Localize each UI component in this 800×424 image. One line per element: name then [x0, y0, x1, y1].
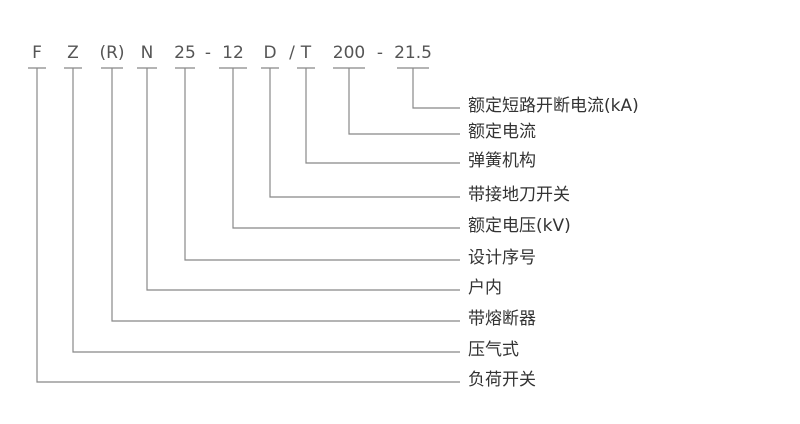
meaning-label: 户内	[468, 278, 502, 298]
code-part: 25	[174, 43, 196, 63]
connector-line	[175, 67, 460, 261]
meaning-label: 弹簧机构	[468, 151, 536, 171]
meaning-label: 额定短路开断电流(kA)	[468, 96, 639, 116]
connector-line	[219, 67, 460, 229]
code-part: (R)	[99, 43, 124, 63]
code-part: D	[263, 43, 276, 63]
meaning-label: 额定电流	[468, 122, 536, 142]
connector-line	[64, 67, 460, 353]
code-part: T	[300, 43, 312, 63]
connector-line	[28, 67, 460, 383]
meaning-label: 额定电压(kV)	[468, 216, 571, 236]
meaning-label: 带熔断器	[468, 309, 536, 329]
code-part: /	[289, 43, 295, 63]
code-part: Z	[67, 43, 79, 63]
meaning-label: 带接地刀开关	[468, 185, 570, 205]
meaning-label: 负荷开关	[468, 370, 536, 390]
connector-line	[297, 67, 460, 164]
code-part: 200	[333, 43, 365, 63]
code-part: 12	[222, 43, 244, 63]
code-part: -	[377, 43, 383, 63]
code-part: 21.5	[394, 43, 432, 63]
connector-line	[137, 67, 460, 291]
meaning-label: 设计序号	[468, 248, 536, 268]
connector-line	[333, 67, 460, 135]
code-part: -	[205, 43, 211, 63]
connector-line	[397, 67, 460, 109]
connector-line	[101, 67, 460, 322]
meaning-label: 压气式	[468, 340, 519, 360]
code-part: F	[32, 43, 42, 63]
code-part: N	[141, 43, 154, 63]
connector-line	[261, 67, 460, 198]
